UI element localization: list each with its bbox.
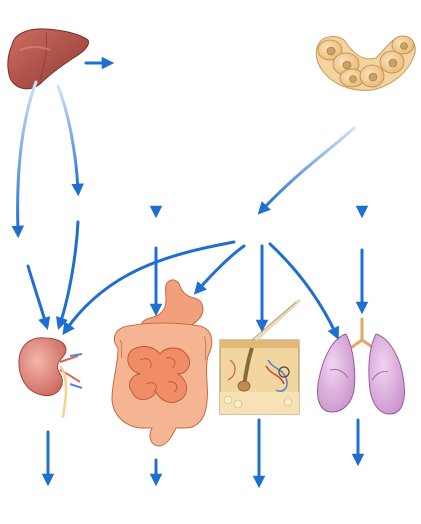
arrow-liver-down-center (56, 84, 84, 197)
skin-icon (219, 298, 302, 415)
arrow-hub-to-kidney (62, 240, 236, 336)
kidney-icon (18, 337, 83, 419)
arrow-to-kidney-b (56, 220, 80, 330)
arrow-hub-to-stomach (193, 244, 246, 295)
arrow-liver-down-left (11, 80, 38, 239)
cells-icon (315, 35, 416, 91)
liver-icon (7, 28, 89, 90)
arrow-cells-curve (257, 126, 356, 215)
arrow-hub-to-lungs (268, 242, 340, 340)
lungs-icon (317, 318, 405, 415)
intestines-icon (111, 279, 213, 447)
arrow-to-kidney-a (26, 264, 51, 331)
